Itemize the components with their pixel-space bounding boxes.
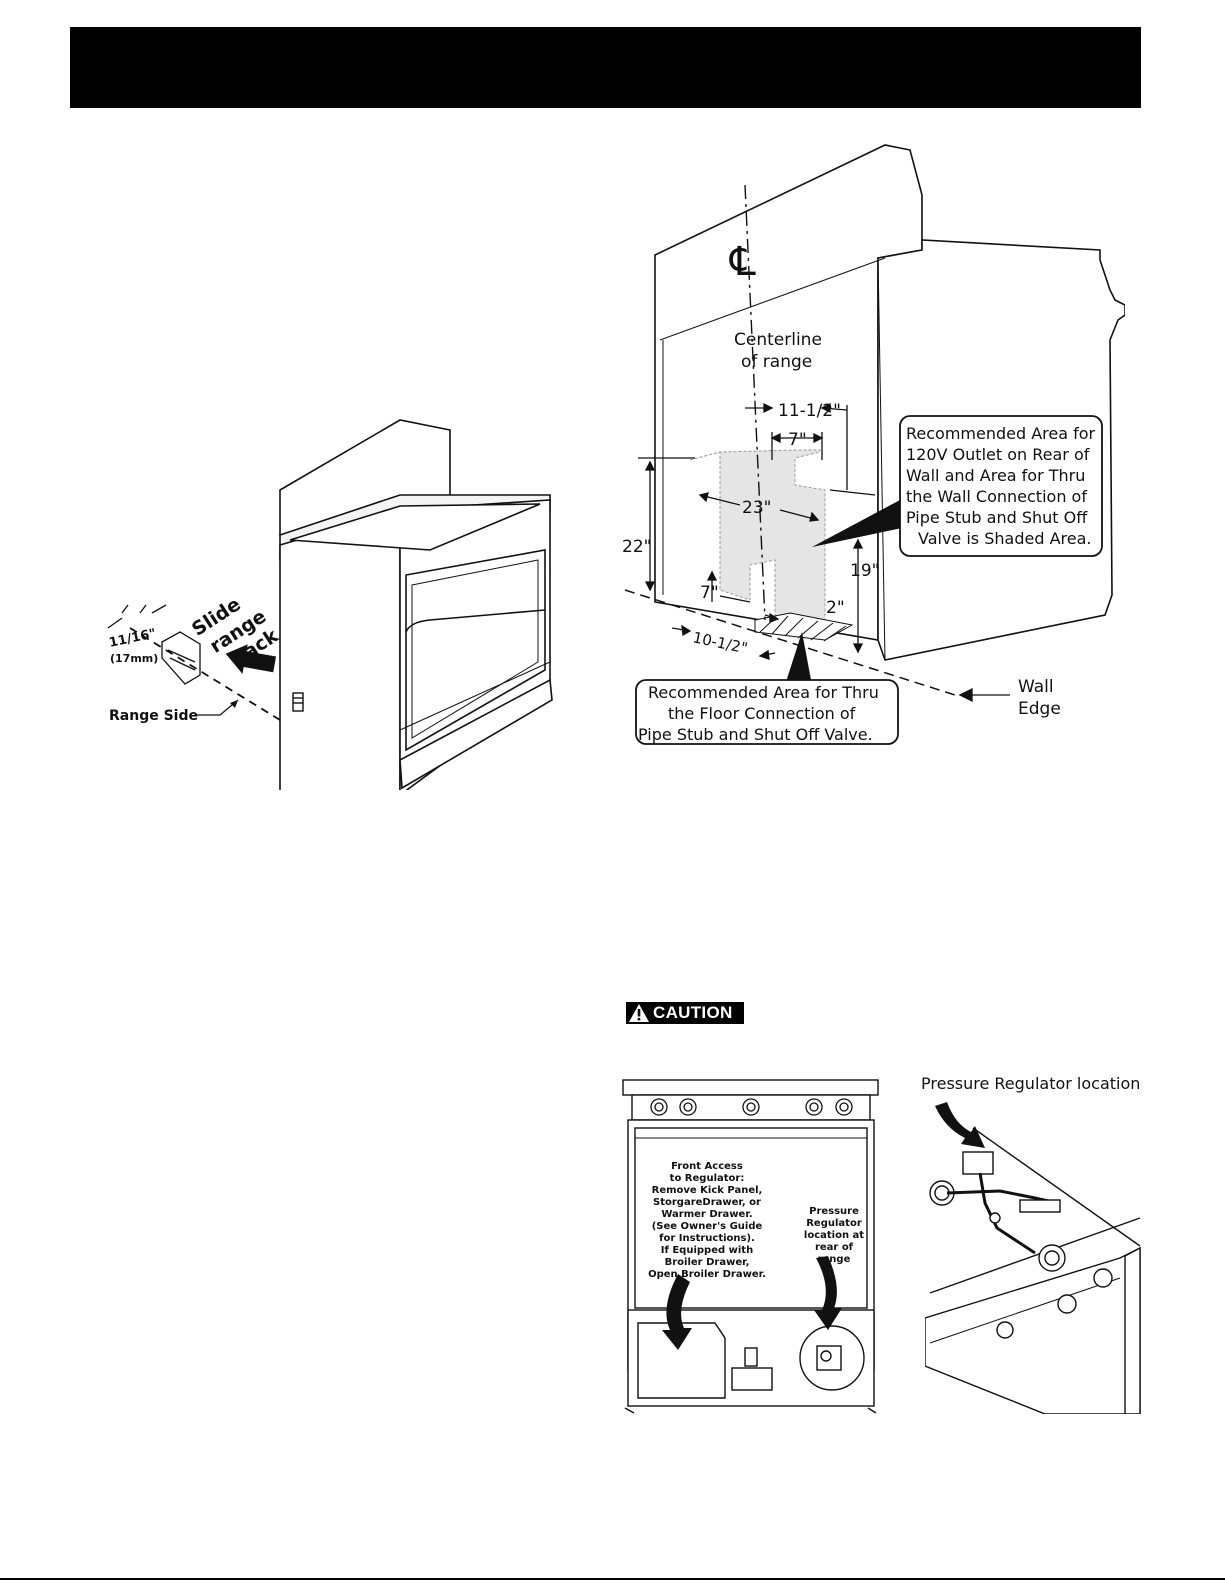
dim-2: 2" <box>826 598 845 618</box>
front-access-line-9: Broiler Drawer, <box>665 1257 750 1268</box>
wall-edge-dashed-line <box>624 589 956 696</box>
range-illustration <box>279 419 553 790</box>
wall-callout-line-2: 120V Outlet on Rear of <box>906 445 1090 464</box>
front-access-line-6: (See Owner's Guide <box>652 1221 763 1232</box>
pressure-regulator-top-arrow <box>935 1102 985 1148</box>
front-access-line-5: Warmer Drawer. <box>661 1209 752 1220</box>
leveling-leg <box>292 692 304 712</box>
wall-callout-line-4: the Wall Connection of <box>906 487 1087 506</box>
installation-area-diagram: ℄ Centerline of range 11 <box>622 144 1125 745</box>
front-access-line-3: Remove Kick Panel, <box>652 1185 763 1196</box>
floor-callout-line-2: the Floor Connection of <box>668 704 856 723</box>
centerline-line <box>744 184 766 621</box>
range-side-dashed-line <box>129 627 281 721</box>
footer-rule <box>0 1578 1225 1580</box>
pressure-reg-line-4: rear of <box>815 1242 854 1253</box>
centerline-label-1: Centerline <box>734 330 822 350</box>
floor-callout-line-1: Recommended Area for Thru <box>648 683 879 702</box>
front-access-line-8: If Equipped with <box>661 1245 753 1256</box>
front-access-line-7: for Instructions). <box>659 1233 755 1244</box>
wall-callout-line-5: Pipe Stub and Shut Off <box>906 508 1088 527</box>
wall-edge-label-2: Edge <box>1018 699 1061 719</box>
warning-icon <box>628 1002 650 1024</box>
dim-22: 22" <box>622 537 651 557</box>
floor-callout <box>635 632 899 745</box>
front-access-diagram: Front Access to Regulator: Remove Kick P… <box>622 1079 879 1414</box>
dim-11-5: 11-1/2" <box>778 401 841 421</box>
pressure-reg-line-2: Regulator <box>806 1218 862 1229</box>
dim-19: 19" <box>850 561 879 581</box>
range-side-label: Range Side <box>109 708 198 724</box>
slide-arrow <box>225 644 277 674</box>
dimension-lines <box>638 402 876 660</box>
wall-callout-line-6: Valve is Shaded Area. <box>918 529 1091 548</box>
wall-edge-label-1: Wall <box>1018 677 1054 697</box>
range-bracket-diagram: Slide range back 11/16" (17mm) Range Sid… <box>107 419 553 790</box>
anti-tip-bracket <box>161 631 201 685</box>
wall-callout-line-1: Recommended Area for <box>906 424 1096 443</box>
pressure-regulator-location-label: Pressure Regulator location <box>921 1074 1141 1093</box>
bracket-dim-label: 11/16" <box>108 626 158 651</box>
pressure-reg-line-3: location at <box>804 1230 864 1241</box>
floor-hatched-area <box>754 612 854 642</box>
front-access-line-1: Front Access <box>671 1161 743 1172</box>
pressure-regulator-top-view <box>925 1102 1141 1414</box>
dim-10-5: 10-1/2" <box>691 628 749 657</box>
wall-shaded-area <box>689 449 826 626</box>
wall-edge-arrow <box>958 687 1010 703</box>
dim-7-top: 7" <box>788 430 807 450</box>
front-access-line-2: to Regulator: <box>670 1173 745 1184</box>
pressure-reg-line-5: range <box>818 1254 851 1265</box>
wall-callout <box>812 415 1103 557</box>
dim-23: 23" <box>742 498 771 518</box>
floor-callout-line-3: Pipe Stub and Shut Off Valve. <box>638 725 873 744</box>
caution-badge: CAUTION <box>626 1002 744 1024</box>
front-access-arrow <box>662 1274 692 1350</box>
bracket-dim-metric: (17mm) <box>110 652 158 665</box>
cooktop-illustration <box>925 1127 1141 1414</box>
centerline-symbol: ℄ <box>729 239 756 285</box>
header-banner <box>70 27 1141 108</box>
wall-callout-line-3: Wall and Area for Thru <box>906 466 1085 485</box>
caution-label: CAUTION <box>653 1003 733 1022</box>
control-knobs <box>650 1098 853 1116</box>
dim-7-side: 7" <box>700 583 719 603</box>
pressure-regulator-arrow <box>814 1256 842 1330</box>
front-access-line-4: StorgareDrawer, or <box>653 1197 761 1208</box>
front-access-line-10: Open Broiler Drawer. <box>648 1269 766 1280</box>
pressure-reg-line-1: Pressure <box>809 1206 859 1217</box>
centerline-label-2: of range <box>741 352 812 372</box>
